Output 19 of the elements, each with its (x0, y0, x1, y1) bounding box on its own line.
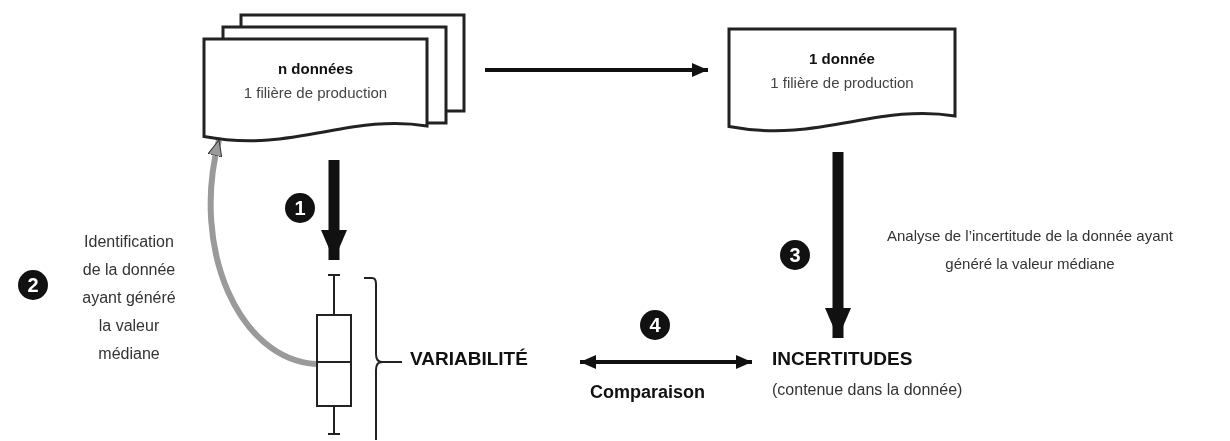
step-description: Analyse de l’incertitude de la donnée ayant généré la valeur médiane (885, 226, 1174, 274)
node-title: INCERTITUDES (772, 348, 913, 370)
step-description: Identification de la donnée ayant généré la valeur médiane (81, 232, 177, 364)
step-number-badge: 3 (780, 240, 810, 270)
node-subtitle: 1 filière de production (242, 84, 389, 101)
edge-label: Comparaison (590, 382, 706, 403)
arrow (485, 63, 708, 77)
node-title: n données (277, 60, 354, 77)
arrow (825, 152, 851, 338)
arrow (580, 355, 752, 369)
node-subtitle: 1 filière de production (769, 74, 915, 91)
node-subtitle: (contenue dans la donnée) (772, 381, 963, 399)
node-title: 1 donnée (808, 50, 876, 67)
curved-arrow (207, 139, 317, 367)
node-title: VARIABILITÉ (410, 348, 528, 370)
step-number-badge: 2 (18, 270, 48, 300)
step-number-badge: 4 (640, 310, 670, 340)
arrow (321, 160, 347, 260)
step-number-badge: 1 (285, 193, 315, 223)
